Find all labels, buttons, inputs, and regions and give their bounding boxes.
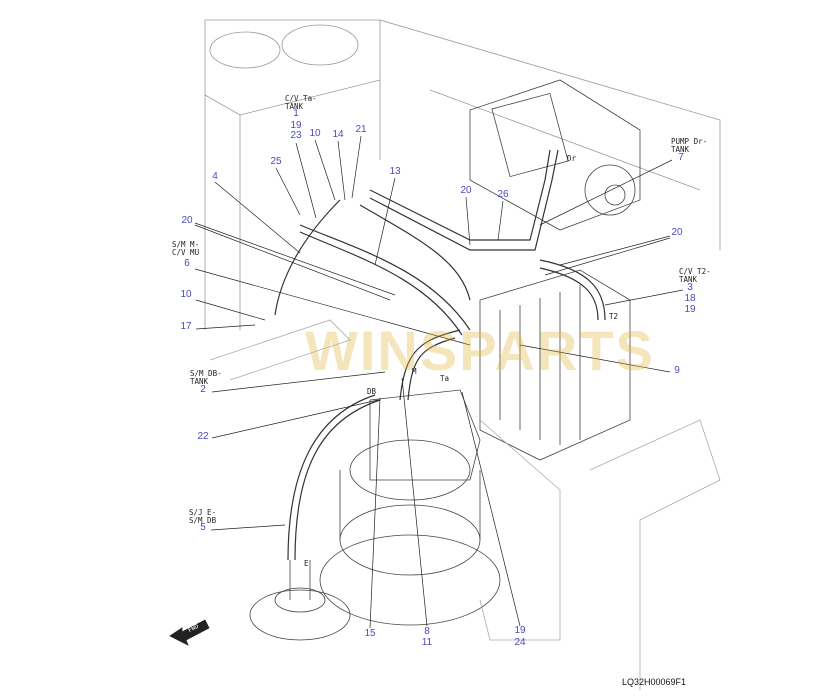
callout-1: 1 bbox=[293, 108, 299, 119]
caption-sj-e-sm-db: S/J E- S/M DB bbox=[189, 508, 217, 525]
callout-21: 21 bbox=[355, 124, 367, 135]
callout-3: 3 bbox=[687, 282, 693, 293]
callout-20: 20 bbox=[671, 227, 683, 238]
hoses bbox=[274, 149, 606, 561]
callout-14: 14 bbox=[332, 129, 344, 140]
callout-7: 7 bbox=[678, 152, 684, 163]
swivel-joint bbox=[249, 560, 351, 641]
port-e: E bbox=[304, 559, 309, 568]
callout-23: 23 bbox=[290, 130, 302, 141]
leader-lines bbox=[194, 135, 684, 629]
callout-2: 2 bbox=[200, 384, 206, 395]
callout-11: 11 bbox=[421, 637, 433, 648]
watermark: WINSPARTS bbox=[305, 319, 655, 382]
callout-19: 19 bbox=[514, 625, 526, 636]
caption-cv-t2-tank: C/V T2- TANK bbox=[679, 267, 711, 284]
callout-26: 26 bbox=[497, 189, 509, 200]
port-m: M bbox=[412, 367, 417, 376]
port-dr: Dr bbox=[567, 154, 577, 163]
callout-13: 13 bbox=[389, 166, 401, 177]
hydraulic-tank bbox=[204, 19, 721, 330]
drawing-reference: LQ32H00069F1 bbox=[622, 677, 687, 687]
callout-5: 5 bbox=[200, 522, 206, 533]
callout-10: 10 bbox=[309, 128, 321, 139]
caption-sm-db-tank: S/M DB- TANK bbox=[190, 369, 222, 386]
callout-19: 19 bbox=[290, 120, 302, 131]
caption-sm-m-cv-mu: S/M M- C/V MU bbox=[172, 240, 200, 257]
port-ta: Ta bbox=[440, 374, 450, 383]
port-t2: T2 bbox=[609, 312, 619, 321]
callout-20: 20 bbox=[181, 215, 193, 226]
fwd-arrow-icon bbox=[169, 619, 210, 646]
control-valve bbox=[479, 269, 631, 461]
callout-20: 20 bbox=[460, 185, 472, 196]
main-pump bbox=[469, 79, 641, 231]
port-db: DB bbox=[367, 387, 377, 396]
callout-22: 22 bbox=[197, 431, 209, 442]
callout-15: 15 bbox=[364, 628, 376, 639]
callout-18: 18 bbox=[684, 293, 696, 304]
callout-25: 25 bbox=[270, 156, 282, 167]
callout-10: 10 bbox=[180, 289, 192, 300]
caption-cv-ta-tank: C/V Ta- TANK bbox=[285, 94, 317, 111]
swing-motor bbox=[319, 389, 501, 626]
callout-24: 24 bbox=[514, 637, 526, 648]
callout-19: 19 bbox=[684, 304, 696, 315]
callout-8: 8 bbox=[424, 626, 430, 637]
callout-4: 4 bbox=[212, 171, 218, 182]
callout-6: 6 bbox=[184, 258, 190, 269]
callout-9: 9 bbox=[674, 365, 680, 376]
caption-pump-dr-tank: PUMP Dr- TANK bbox=[671, 137, 708, 154]
callout-17: 17 bbox=[180, 321, 192, 332]
frame bbox=[209, 319, 721, 690]
